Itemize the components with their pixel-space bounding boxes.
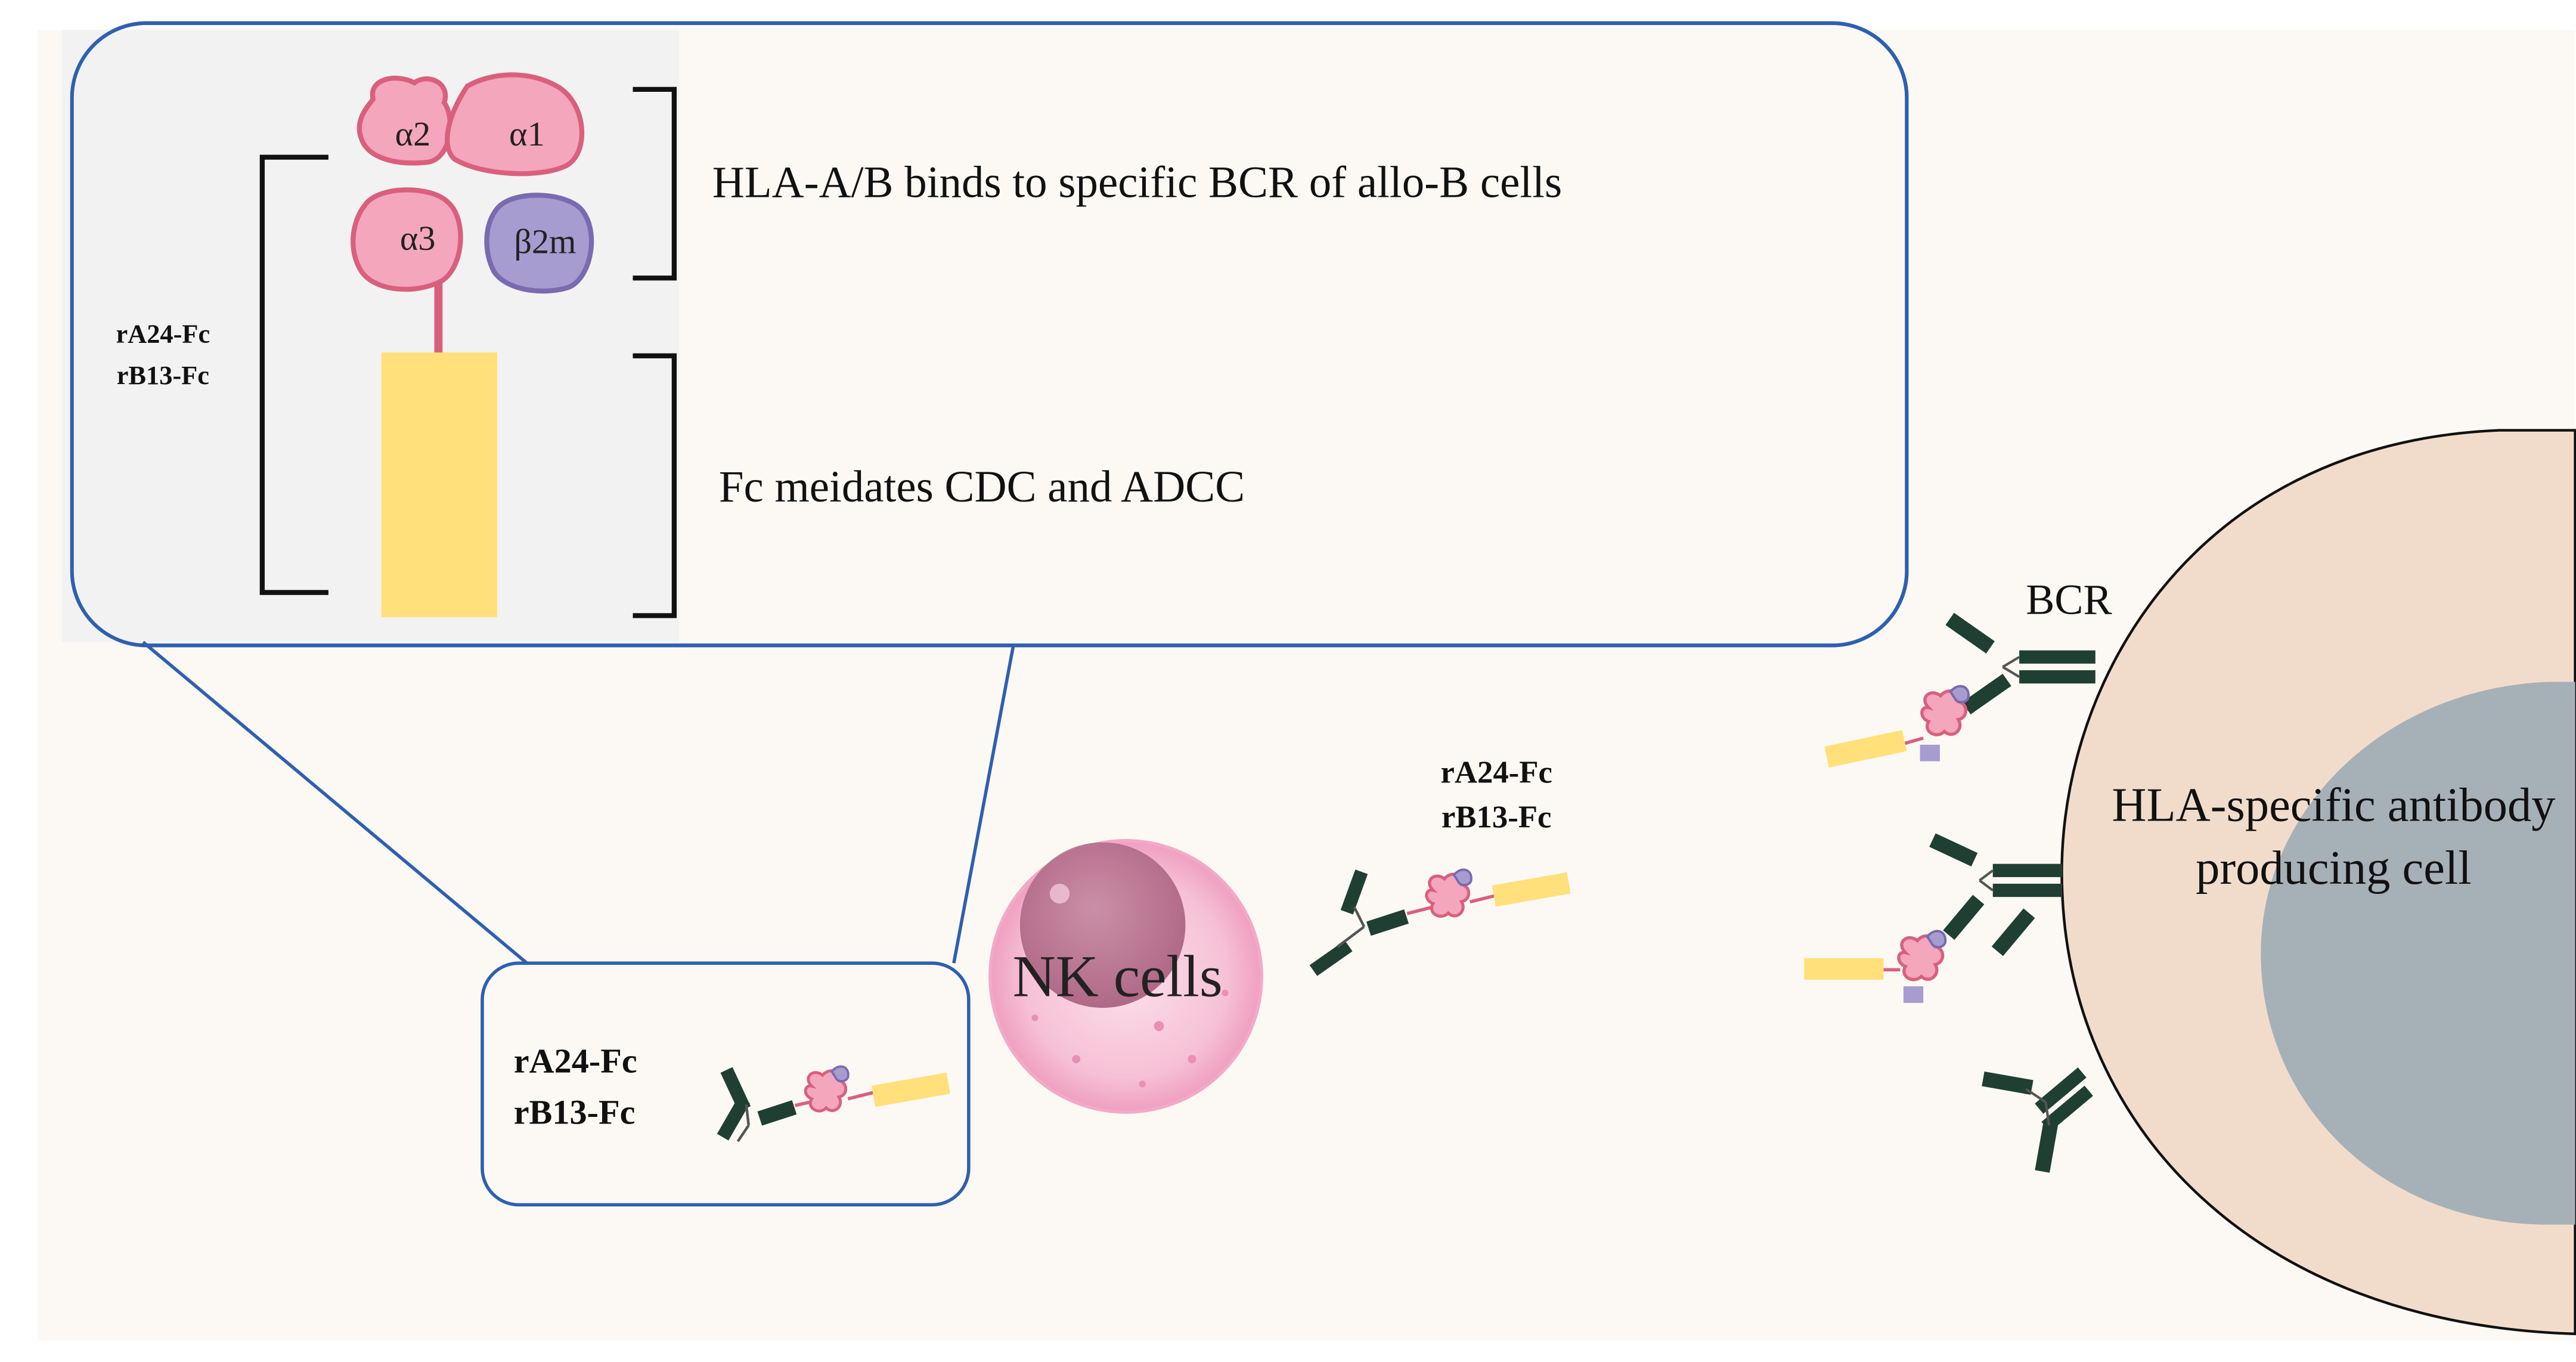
bcr-2: [1929, 833, 2063, 940]
fc-bracket: [633, 353, 677, 618]
construct-inset-box: [481, 961, 971, 1207]
nk-cell-label: NK cells: [1012, 943, 1222, 1010]
molecule-label-line2: rB13-Fc: [117, 360, 209, 390]
b-cell-nucleus: [2261, 682, 2575, 1225]
bcr-label: BCR: [2026, 576, 2112, 624]
hla-molecule: α2 α1 α3 β2m: [351, 72, 594, 358]
b-cell-label-line1: HLA-specific antibody: [2112, 779, 2555, 832]
bcr-bound-3: [1804, 908, 2035, 1003]
alpha1-label: α1: [509, 114, 545, 153]
hla-binding-annotation: HLA-A/B binds to specific BCR of allo-B …: [712, 157, 1562, 207]
middle-label-line2: rB13-Fc: [1442, 800, 1551, 835]
zoom-line-right: [952, 645, 1015, 964]
middle-construct: [1309, 869, 1571, 976]
alpha2-label: α2: [395, 114, 431, 153]
molecule-label-line1: rA24-Fc: [116, 318, 210, 348]
hla-bracket: [633, 86, 677, 281]
alpha3-label: α3: [400, 219, 436, 258]
b-cell-label-line2: producing cell: [2196, 841, 2472, 894]
molecule-bracket: [259, 154, 328, 595]
inset-label-line1: rA24-Fc: [514, 1041, 637, 1080]
hla-stalk: [434, 278, 443, 358]
middle-label-line1: rA24-Fc: [1440, 756, 1552, 790]
bcr-bound-1: [1824, 612, 2095, 768]
nk-cell: NK cells: [988, 839, 1263, 1114]
beta2m-label: β2m: [514, 222, 576, 261]
inset-construct: [717, 1066, 950, 1143]
alpha1-domain: [445, 72, 585, 177]
fc-region: [381, 352, 497, 618]
inset-label-line2: rB13-Fc: [514, 1092, 636, 1131]
alpha3-domain: [351, 187, 463, 292]
detail-callout-outline: [70, 21, 1909, 648]
fc-function-annotation: Fc meidates CDC and ADCC: [719, 462, 1245, 512]
beta2m-domain: [484, 193, 594, 294]
zoom-line-left: [142, 640, 528, 965]
b-cell: HLA-specific antibody producing cell: [2060, 429, 2576, 1336]
bcr-4: [1982, 1067, 2093, 1173]
